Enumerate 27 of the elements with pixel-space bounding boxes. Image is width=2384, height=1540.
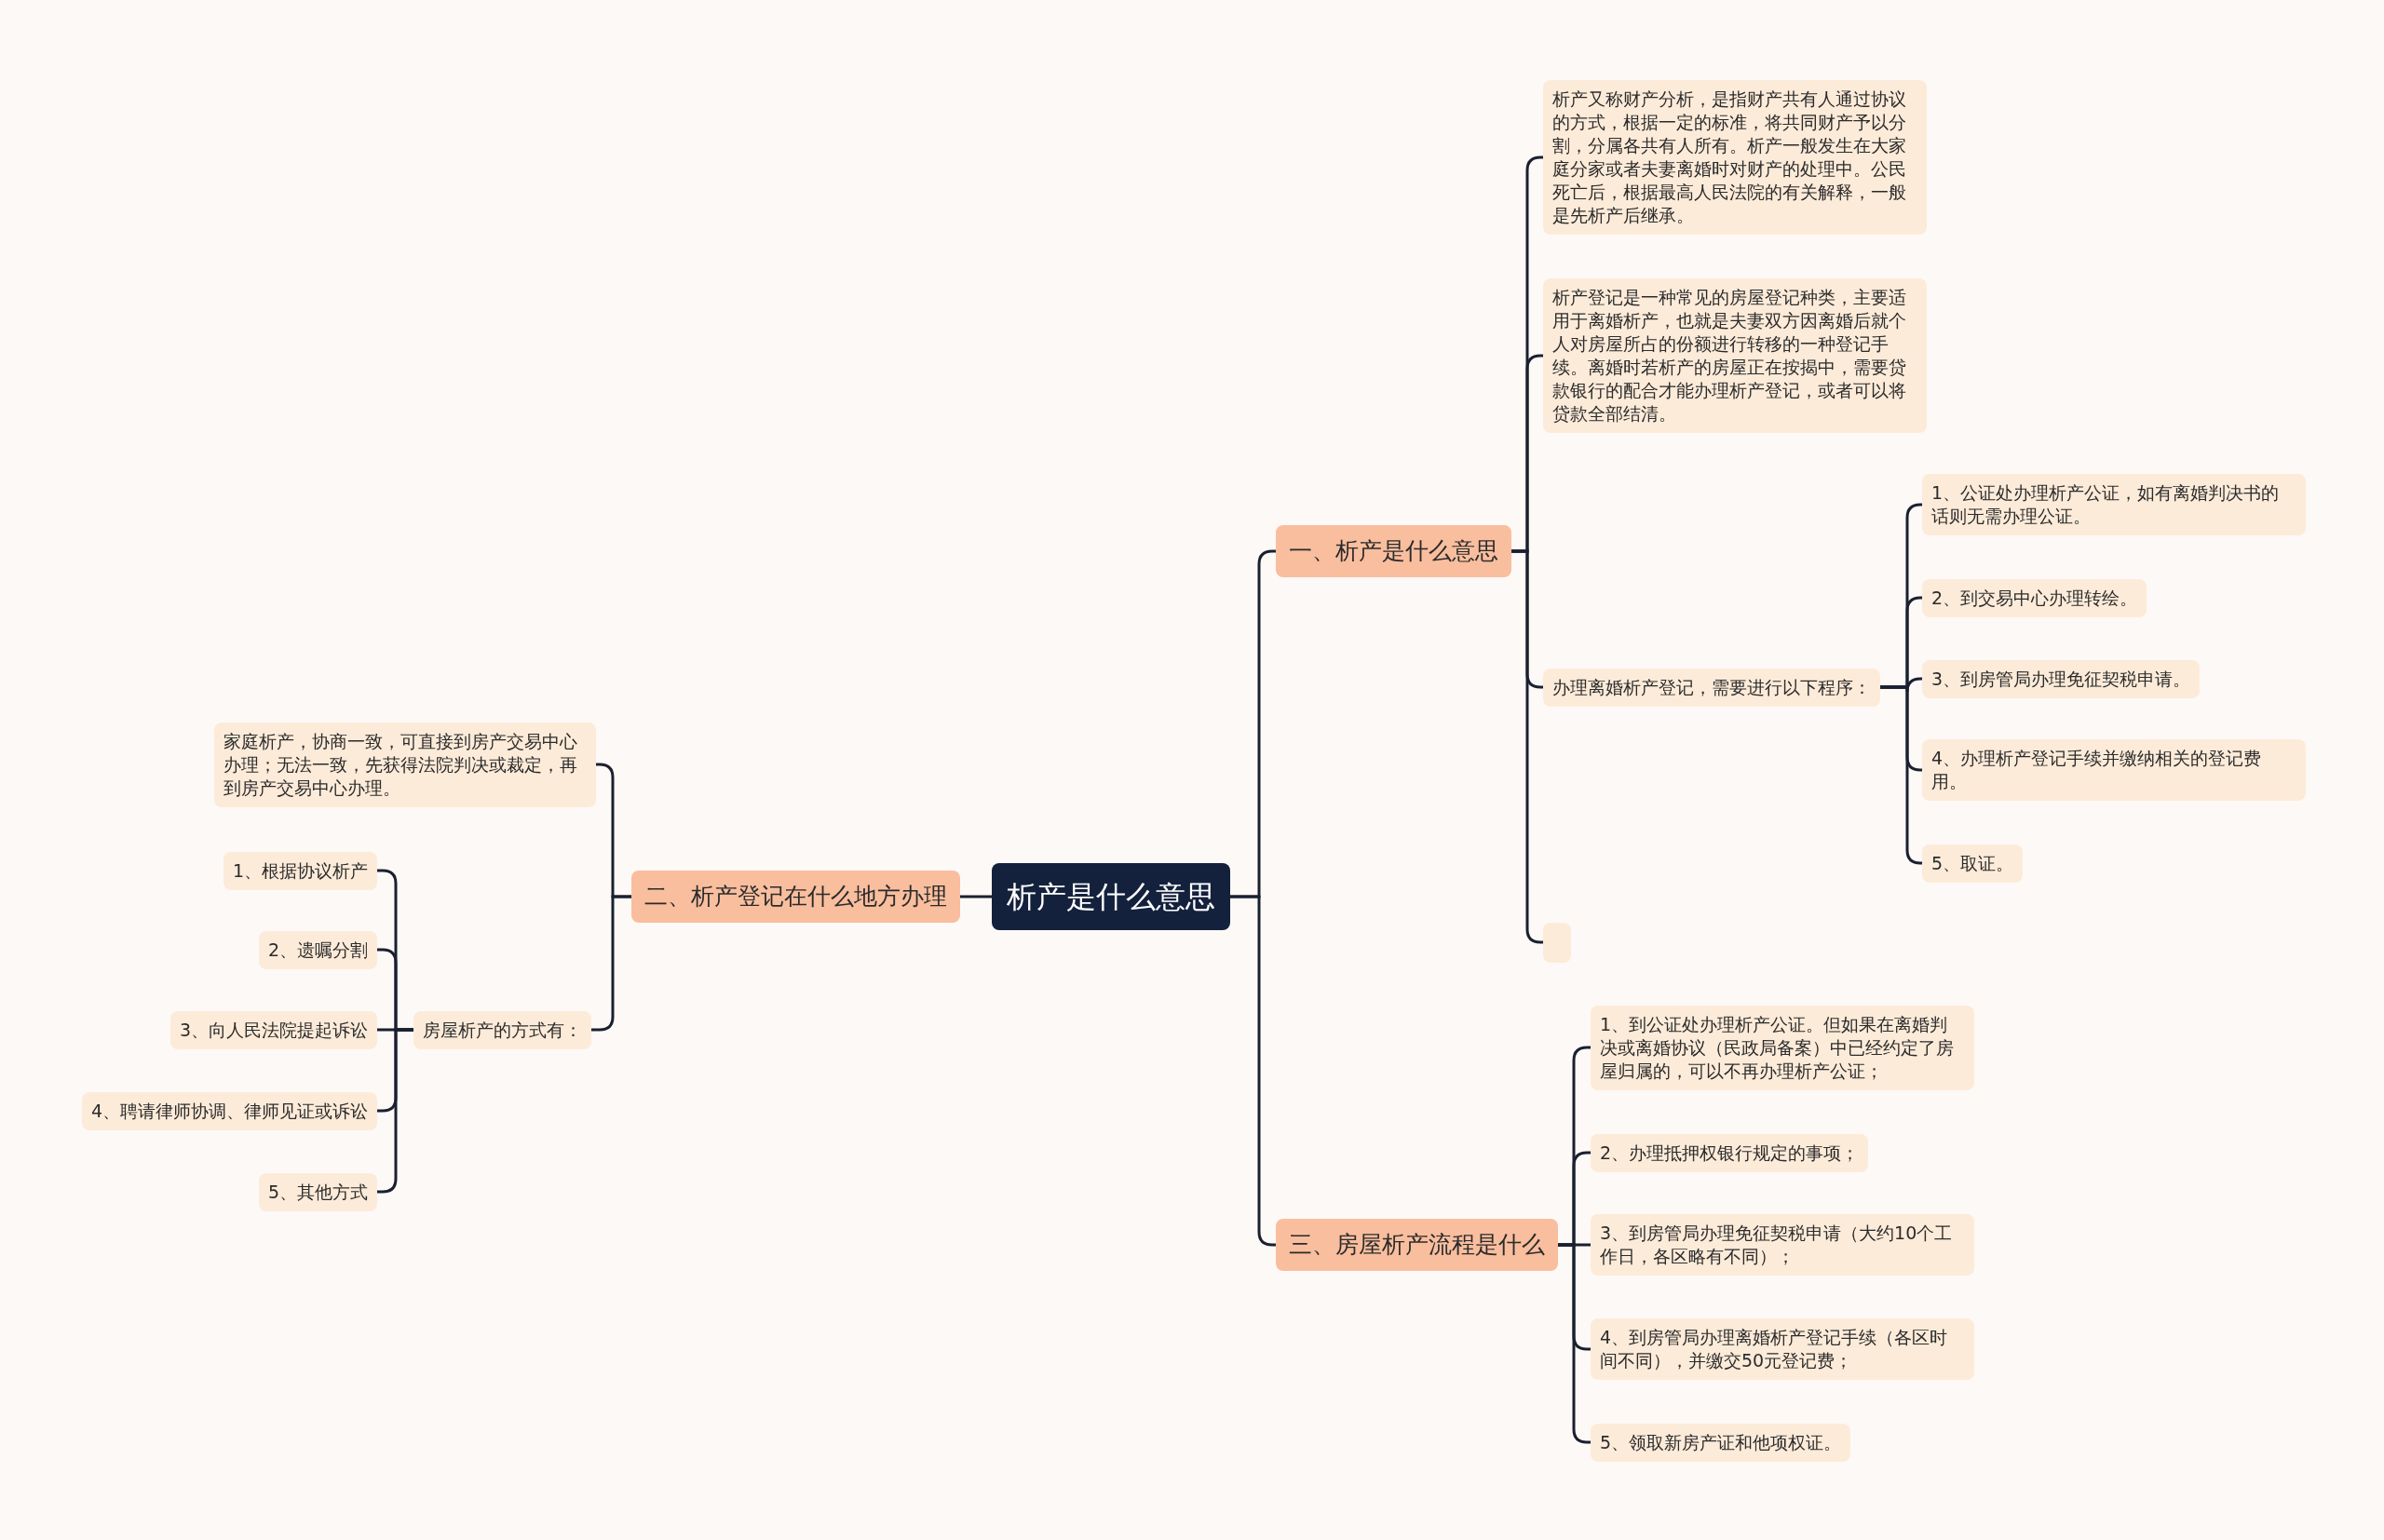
topic-box: 1、公证处办理析产公证，如有离婚判决书的话则无需办理公证。: [1922, 474, 2306, 535]
empty-topic-box: [1543, 922, 1571, 963]
topic-box: 3、到房管局办理免征契税申请（大约10个工作日，各区略有不同）；: [1591, 1214, 1974, 1276]
topic-box: 4、办理析产登记手续并缴纳相关的登记费用。: [1922, 739, 2306, 801]
branch-topic: 二、析产登记在什么地方办理: [631, 871, 960, 923]
connector-line: [960, 895, 992, 898]
topic-box: 5、取证。: [1922, 844, 2024, 883]
topic-box: 2、办理抵押权银行规定的事项；: [1591, 1133, 1869, 1172]
topic-box: 家庭析产，协商一致，可直接到房产交易中心办理；无法一致，先获得法院判决或裁定，再到房产交易中心办理。: [214, 722, 596, 807]
topic-box: 5、领取新房产证和他项权证。: [1591, 1423, 1851, 1462]
topic-box: 1、根据协议析产: [223, 851, 377, 890]
topic-box: 办理离婚析产登记，需要进行以下程序：: [1543, 668, 1880, 707]
topic-box: 5、其他方式: [258, 1172, 377, 1211]
topic-box: 2、到交易中心办理转绘。: [1922, 578, 2147, 617]
topic-box: 3、向人民法院提起诉讼: [169, 1010, 377, 1049]
topic-box: 析产登记是一种常见的房屋登记种类，主要适用于离婚析产，也就是夫妻双方因离婚后就个人对房屋所占的份额进行转移的一种登记手续。离婚时若析产的房屋正在按揭中，需要贷款银行的配合才能办理析产登记，或者可以将贷款全部结清。: [1543, 278, 1927, 433]
topic-box: 4、聘请律师协调、律师见证或诉讼: [81, 1091, 377, 1130]
topic-box: 2、遗嘱分割: [258, 930, 377, 969]
branch-topic: 三、房屋析产流程是什么: [1276, 1219, 1558, 1271]
topic-box: 1、到公证处办理析产公证。但如果在离婚判决或离婚协议（民政局备案）中已经约定了房屋归属的，可以不再办理析产公证；: [1591, 1005, 1974, 1090]
central-topic: 析产是什么意思: [992, 863, 1230, 930]
branch-topic: 一、析产是什么意思: [1276, 525, 1511, 577]
topic-box: 4、到房管局办理离婚析产登记手续（各区时间不同），并缴交50元登记费；: [1591, 1318, 1974, 1380]
topic-box: 析产又称财产分析，是指财产共有人通过协议的方式，根据一定的标准，将共同财产予以分割，分属各共有人所有。析产一般发生在大家庭分家或者夫妻离婚时对财产的处理中。公民死亡后，根据最高人民法院的有关解释，一般是先析产后继承。: [1543, 80, 1927, 235]
connector-line: [591, 895, 631, 1032]
topic-box: 房屋析产的方式有：: [413, 1010, 591, 1049]
topic-box: 3、到房管局办理免征契税申请。: [1922, 659, 2201, 698]
